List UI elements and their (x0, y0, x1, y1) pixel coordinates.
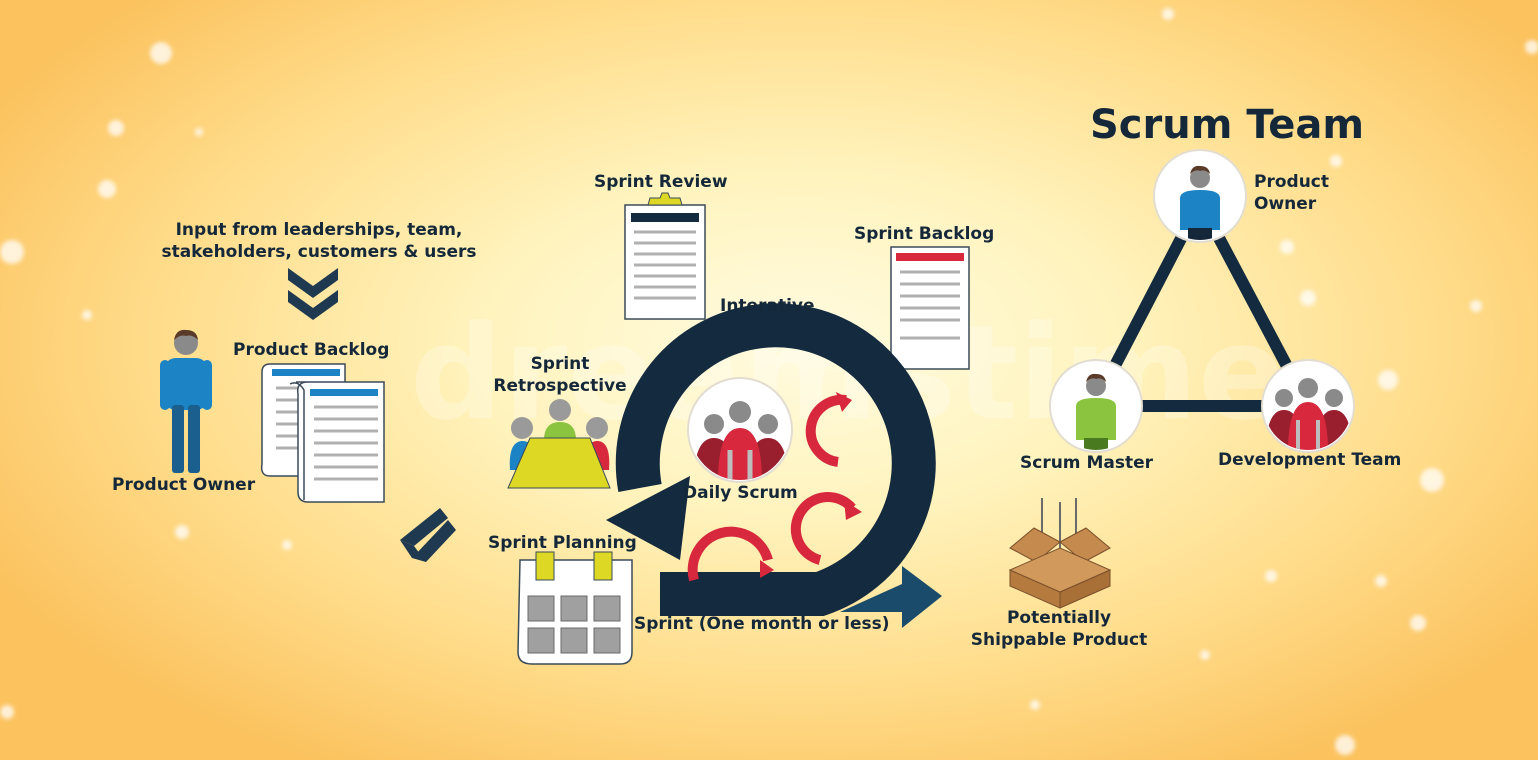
product-backlog-label: Product Backlog (233, 339, 389, 361)
product-owner-team-text: Product Owner (1254, 171, 1329, 215)
sprint-retrospective-line-2: Retrospective (488, 375, 632, 397)
product-owner-team-label: Product Owner (1254, 171, 1329, 215)
sprint-label: Sprint (One month or less) (634, 613, 890, 635)
team-avatar-icon (1262, 360, 1354, 452)
open-box-icon (1010, 498, 1110, 608)
team-avatar-icon (688, 378, 792, 482)
team-avatar-icon (1050, 360, 1142, 452)
daily-scrum-label: Daily Scrum (683, 482, 798, 504)
input-line-2: stakeholders, customers & users (150, 241, 488, 263)
shippable-label: Potentially Shippable Product (962, 607, 1156, 651)
calendar-icon (518, 552, 632, 664)
input-line-1: Input from leaderships, team, (150, 219, 488, 241)
sprint-backlog-label: Sprint Backlog (854, 223, 994, 245)
product-owner-label: Product Owner (112, 474, 255, 496)
shippable-line-1: Potentially (962, 607, 1156, 629)
clipboard-icon (625, 193, 705, 319)
development-team-label: Development Team (1218, 449, 1401, 471)
scrum-master-label: Scrum Master (1020, 452, 1153, 474)
scrum-team-title: Scrum Team (1090, 102, 1364, 148)
document-icon (262, 364, 384, 502)
sprint-planning-label: Sprint Planning (488, 532, 637, 554)
team-avatar-icon (1154, 150, 1246, 242)
sprint-review-label: Sprint Review (594, 171, 728, 193)
chevrons-right-icon (400, 508, 456, 562)
interative-label: Interative (720, 295, 815, 317)
sprint-retrospective-line-1: Sprint (488, 353, 632, 375)
person-icon (160, 330, 212, 473)
chevrons-down-icon (288, 268, 338, 320)
input-label: Input from leaderships, team, stakeholde… (150, 219, 488, 263)
document-icon (891, 247, 969, 369)
sprint-retrospective-label: Sprint Retrospective (488, 353, 632, 397)
shippable-line-2: Shippable Product (962, 629, 1156, 651)
